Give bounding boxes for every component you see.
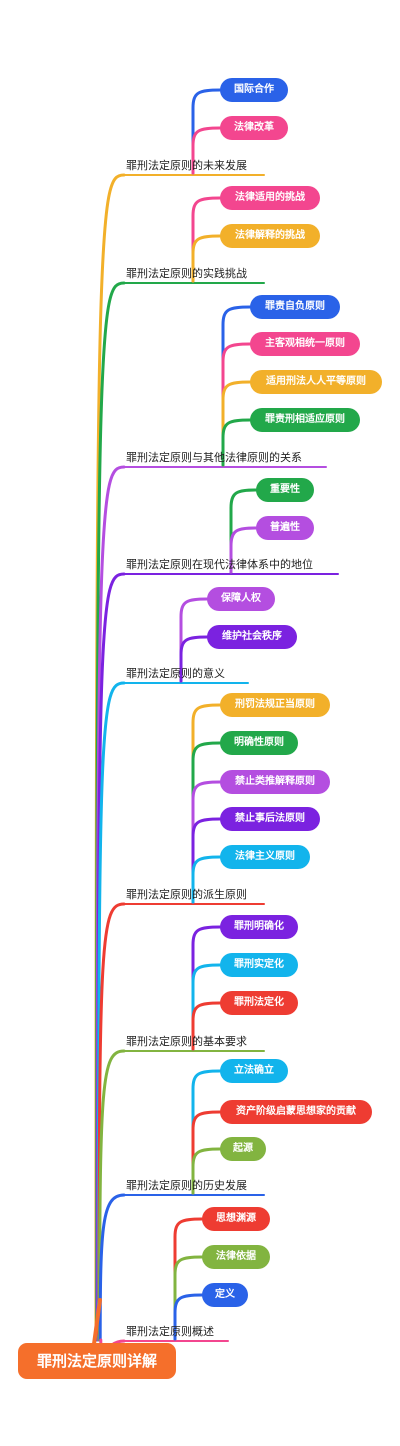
child-node-7-0[interactable]: 立法确立 <box>220 1059 288 1083</box>
child-node-2-0[interactable]: 罪责自负原则 <box>250 295 340 319</box>
child-node-8-2[interactable]: 定义 <box>202 1283 248 1307</box>
child-connector-3-0 <box>229 488 258 574</box>
child-node-6-0[interactable]: 罪刑明确化 <box>220 915 298 939</box>
branch-label-2[interactable]: 罪刑法定原则与其他法律原则的关系 <box>126 451 302 464</box>
branch-connector-6 <box>98 1049 126 1342</box>
child-node-2-3[interactable]: 罪责刑相适应原则 <box>250 408 360 432</box>
child-connector-6-0 <box>191 925 222 1051</box>
branch-label-4[interactable]: 罪刑法定原则的意义 <box>126 667 225 680</box>
child-connector-5-0 <box>191 703 222 904</box>
child-connector-2-3 <box>221 418 252 467</box>
child-node-2-2[interactable]: 适用刑法人人平等原则 <box>250 370 382 394</box>
child-node-5-4[interactable]: 法律主义原则 <box>220 845 310 869</box>
child-node-5-0[interactable]: 刑罚法规正当原则 <box>220 693 330 717</box>
branch-connector-3 <box>96 572 126 1342</box>
child-connector-6-1 <box>191 963 222 1051</box>
child-node-4-0[interactable]: 保障人权 <box>207 587 275 611</box>
child-node-7-1[interactable]: 资产阶级启蒙思想家的贡献 <box>220 1100 372 1124</box>
branch-label-7[interactable]: 罪刑法定原则的历史发展 <box>126 1179 247 1192</box>
child-node-5-2[interactable]: 禁止类推解释原则 <box>220 770 330 794</box>
child-connector-7-0 <box>191 1069 222 1195</box>
child-connector-3-1 <box>229 526 258 574</box>
child-node-5-1[interactable]: 明确性原则 <box>220 731 298 755</box>
child-connector-5-4 <box>191 855 222 904</box>
branch-connector-7 <box>98 1193 126 1342</box>
child-node-3-0[interactable]: 重要性 <box>256 478 314 502</box>
child-connector-1-1 <box>191 234 222 283</box>
child-node-8-0[interactable]: 思想渊源 <box>202 1207 270 1231</box>
child-node-6-1[interactable]: 罪刑实定化 <box>220 953 298 977</box>
child-node-1-1[interactable]: 法律解释的挑战 <box>220 224 320 248</box>
child-node-8-1[interactable]: 法律依据 <box>202 1245 270 1269</box>
child-connector-7-1 <box>191 1110 222 1195</box>
child-connector-0-0 <box>191 88 222 175</box>
branch-label-6[interactable]: 罪刑法定原则的基本要求 <box>126 1035 247 1048</box>
branch-label-3[interactable]: 罪刑法定原则在现代法律体系中的地位 <box>126 558 313 571</box>
child-connector-5-2 <box>191 780 222 904</box>
root-trunk <box>92 1298 102 1346</box>
branch-label-5[interactable]: 罪刑法定原则的派生原则 <box>126 888 247 901</box>
child-node-0-0[interactable]: 国际合作 <box>220 78 288 102</box>
child-connector-7-2 <box>191 1147 222 1195</box>
child-node-5-3[interactable]: 禁止事后法原则 <box>220 807 320 831</box>
child-connector-2-2 <box>221 380 252 467</box>
child-node-1-0[interactable]: 法律适用的挑战 <box>220 186 320 210</box>
child-connector-6-2 <box>191 1001 222 1051</box>
child-connector-5-1 <box>191 741 222 904</box>
branch-label-1[interactable]: 罪刑法定原则的实践挑战 <box>126 267 247 280</box>
child-connector-2-1 <box>221 342 252 467</box>
child-connector-1-0 <box>191 196 222 283</box>
child-connector-8-1 <box>173 1255 204 1341</box>
child-node-0-1[interactable]: 法律改革 <box>220 116 288 140</box>
child-node-7-2[interactable]: 起源 <box>220 1137 266 1161</box>
child-connector-0-1 <box>191 126 222 175</box>
child-node-4-1[interactable]: 维护社会秩序 <box>207 625 297 649</box>
child-connector-4-1 <box>179 635 209 683</box>
child-connector-8-0 <box>173 1217 204 1341</box>
child-connector-8-2 <box>173 1293 204 1341</box>
child-node-6-2[interactable]: 罪刑法定化 <box>220 991 298 1015</box>
child-node-2-1[interactable]: 主客观相统一原则 <box>250 332 360 356</box>
child-connector-5-3 <box>191 817 222 904</box>
branch-label-8[interactable]: 罪刑法定原则概述 <box>126 1325 214 1338</box>
child-connector-2-0 <box>221 305 252 467</box>
root-node[interactable]: 罪刑法定原则详解 <box>18 1343 176 1379</box>
child-node-3-1[interactable]: 普遍性 <box>256 516 314 540</box>
child-connector-4-0 <box>179 597 209 683</box>
branch-label-0[interactable]: 罪刑法定原则的未来发展 <box>126 159 247 172</box>
